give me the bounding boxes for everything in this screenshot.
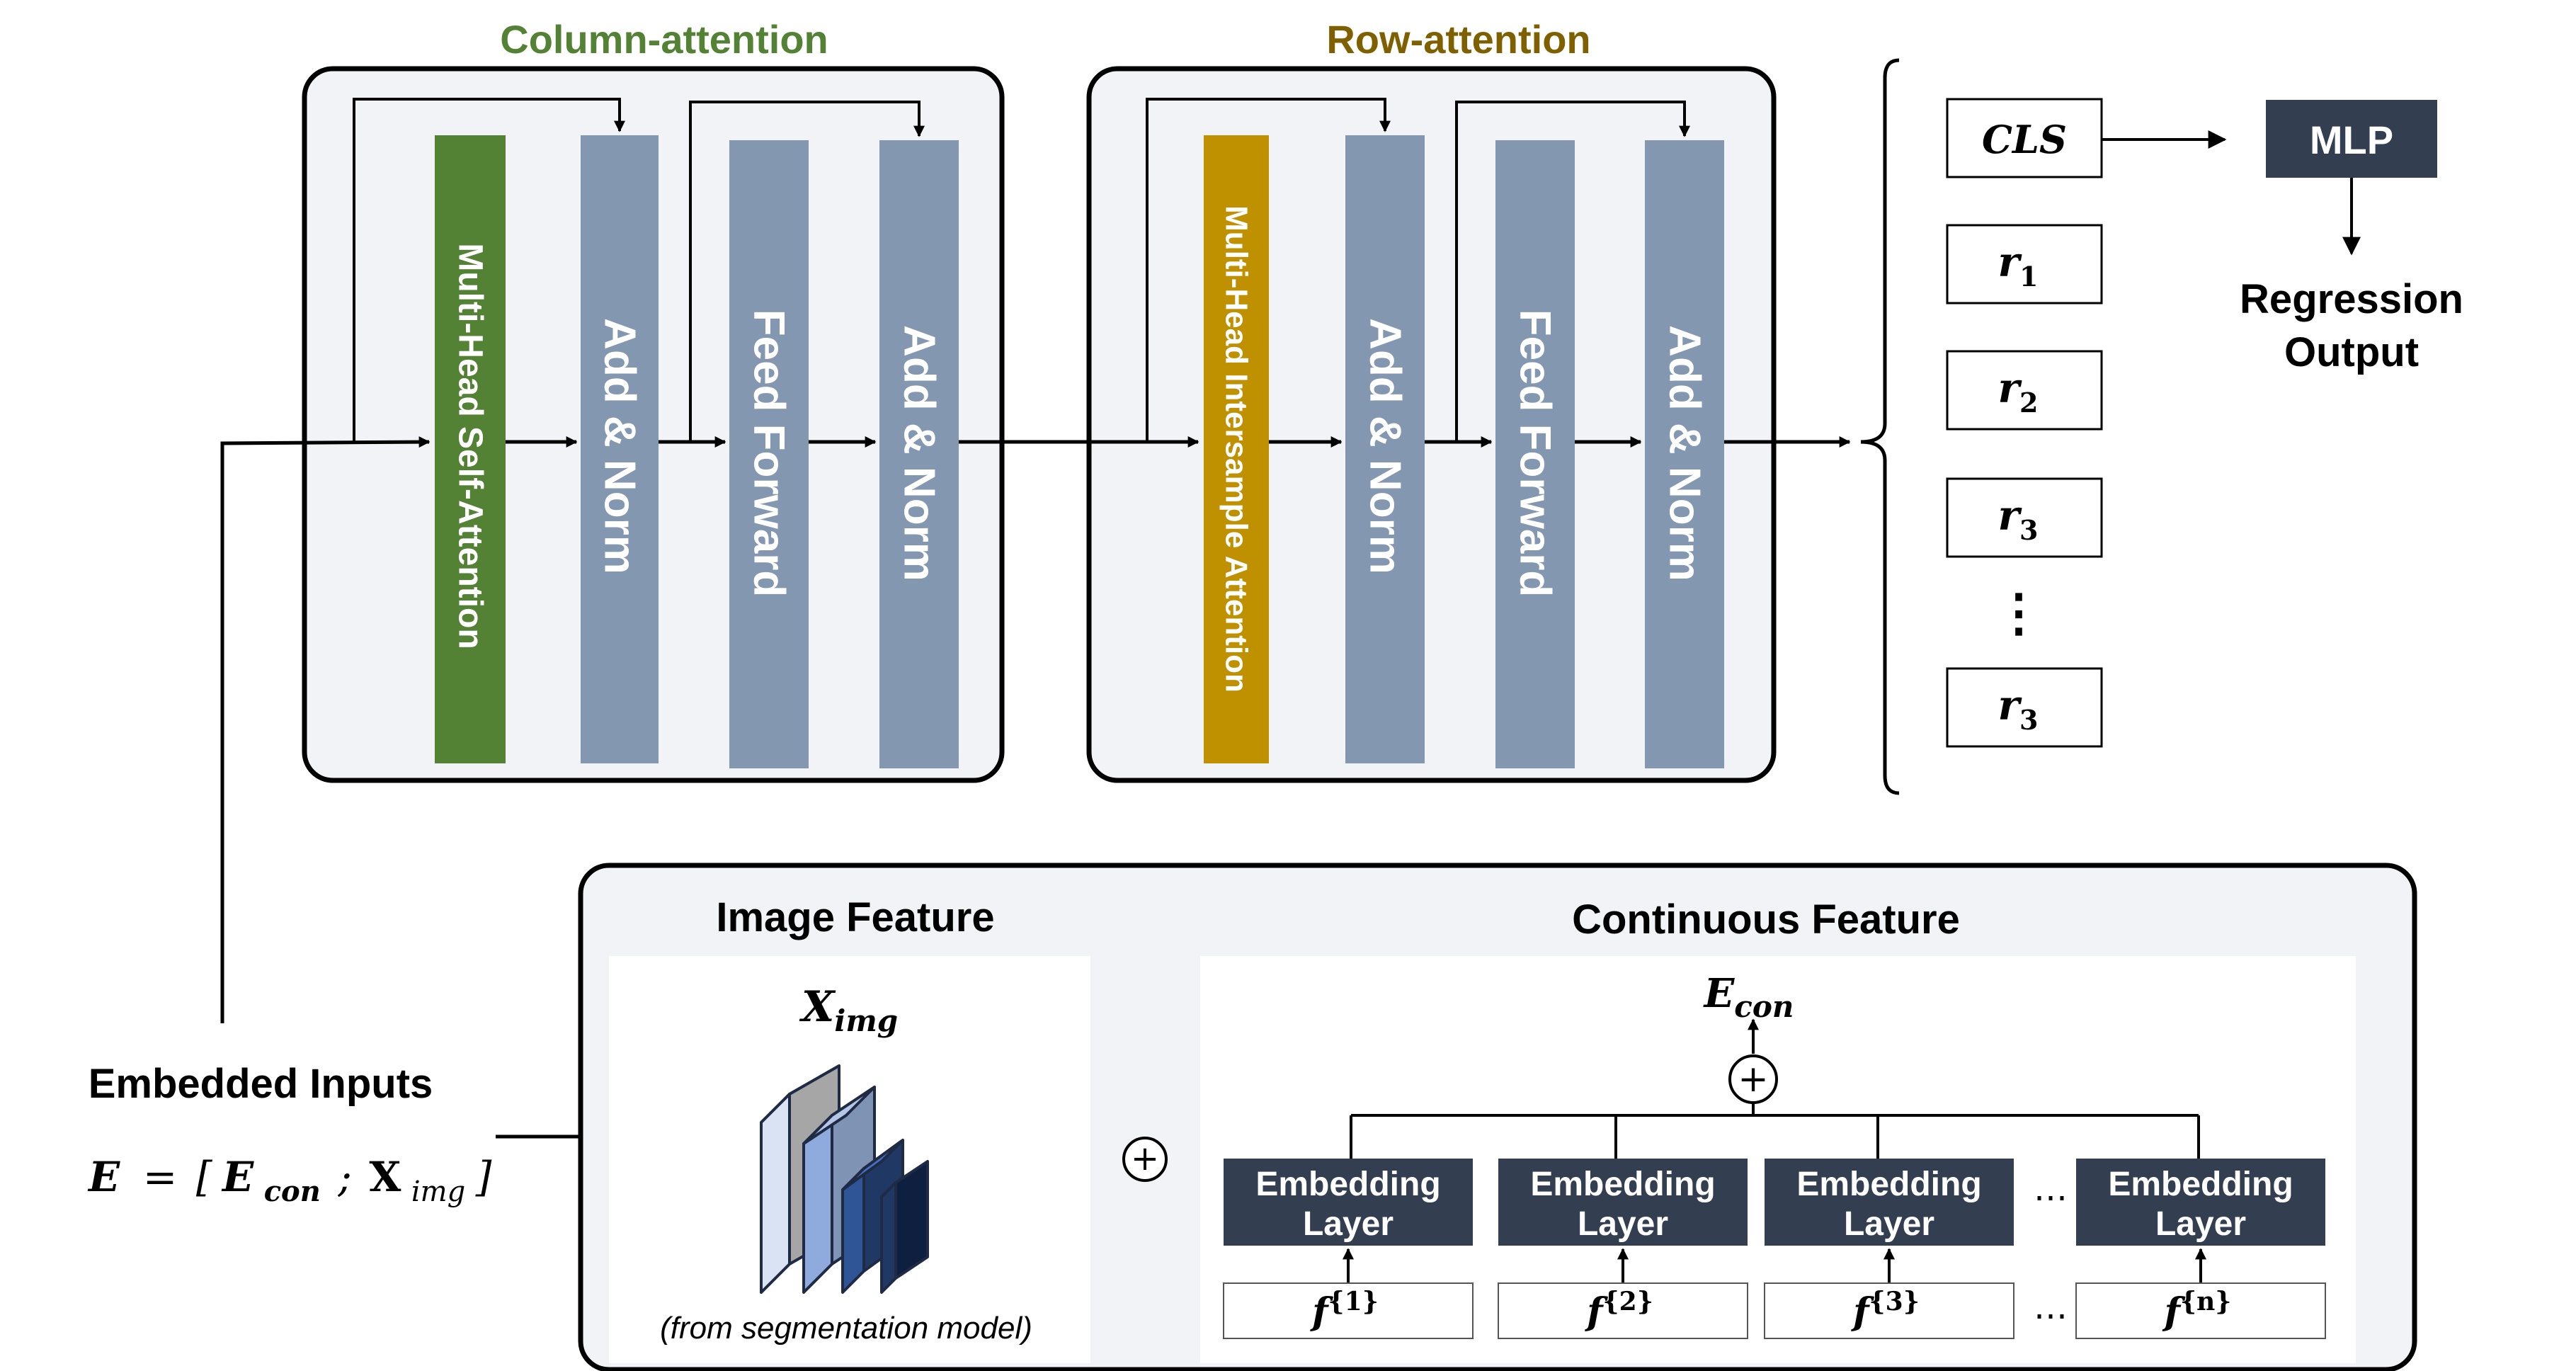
multi-head-self-attention-label: Multi-Head Self-Attention (452, 243, 489, 649)
add-norm-label-1: Add & Norm (595, 318, 644, 574)
residual-connections (353, 98, 1690, 442)
embedding-layer-3-label-line-1: Embedding (1796, 1166, 1981, 1203)
row-token-last-label: r3 (1997, 681, 2038, 736)
row-token-1 (1946, 224, 2103, 305)
cls-token-label: CLS (1982, 117, 2067, 162)
feed-forward-block-1 (729, 140, 809, 768)
row-attention-title: Row-attention (1326, 17, 1590, 62)
mlp-block (2266, 100, 2437, 178)
feature-input-n-label: f{n} (2162, 1287, 2232, 1333)
embedding-layer-n-label-line-1: Embedding (2108, 1166, 2293, 1203)
feature-input-n (2075, 1282, 2326, 1339)
regression-output-line-1: Regression (2240, 276, 2463, 322)
token-ellipsis: ⋮ (1993, 585, 2044, 642)
row-token-3-label: r3 (1997, 491, 2038, 546)
row-token-1-label: r1 (1997, 238, 2038, 292)
add-norm-block-1 (581, 135, 659, 763)
column-attention-title: Column-attention (500, 17, 828, 62)
add-norm-block-2 (879, 140, 959, 768)
econ-variable: Econ (1703, 970, 1794, 1024)
embedding-layer-n (2076, 1159, 2325, 1246)
image-feature-title: Image Feature (716, 894, 994, 940)
embedded-inputs-title: Embedded Inputs (89, 1061, 433, 1107)
multi-head-self-attention-block (435, 135, 506, 763)
add-norm-block-3 (1345, 135, 1425, 763)
feature-input-1 (1223, 1282, 1474, 1339)
embedding-layer-3 (1765, 1159, 2014, 1246)
feature-ellipsis: … (2034, 1287, 2068, 1327)
feed-forward-label-2: Feed Forward (1511, 309, 1560, 598)
mlp-label: MLP (2310, 118, 2393, 162)
embedding-layer-n-label-line-2: Layer (2155, 1205, 2246, 1243)
feature-input-3 (1764, 1282, 2014, 1339)
row-token-last (1946, 667, 2103, 748)
embedding-layer-2-label-line-2: Layer (1578, 1205, 1668, 1243)
segmentation-feature-maps-icon (760, 1064, 929, 1294)
sum-plus-symbol: + (1738, 1058, 1769, 1100)
row-token-2 (1946, 350, 2103, 431)
row-token-3 (1946, 477, 2103, 558)
embedding-layer-3-label-line-2: Layer (1844, 1205, 1934, 1243)
feature-input-2 (1498, 1282, 1748, 1339)
embedding-layer-1-label-line-1: Embedding (1255, 1166, 1440, 1203)
image-feature-caption: (from segmentation model) (660, 1311, 1032, 1346)
feed-forward-block-2 (1495, 140, 1575, 768)
embedding-layer-2 (1498, 1159, 1748, 1246)
feed-forward-label-1: Feed Forward (745, 309, 794, 598)
embedding-merge-lines (1350, 1103, 2200, 1159)
embedding-ellipsis: … (2034, 1169, 2068, 1209)
multi-head-intersample-attention-label: Multi-Head Intersample Attention (1219, 205, 1254, 693)
output-brace (1860, 58, 1900, 795)
add-norm-label-4: Add & Norm (1660, 325, 1709, 581)
embedded-inputs-equation: E = [ E con ; X img ] (87, 1153, 492, 1210)
add-norm-block-4 (1645, 140, 1724, 768)
add-norm-label-3: Add & Norm (1361, 318, 1410, 574)
multi-head-intersample-attention-block (1204, 135, 1269, 763)
embedding-layer-1-label-line-2: Layer (1303, 1205, 1394, 1243)
regression-output-line-2: Output (2284, 329, 2419, 375)
image-feature-variable: Ximg (799, 982, 898, 1038)
embedding-layer-2-label-line-1: Embedding (1530, 1166, 1715, 1203)
embedding-layer-1 (1224, 1159, 1473, 1246)
feature-to-embedding-arrows (1343, 1248, 2206, 1283)
cls-token (1946, 98, 2103, 178)
feature-concat-plus-symbol: + (1131, 1139, 1159, 1178)
add-norm-label-2: Add & Norm (895, 325, 944, 581)
feature-concat-plus-icon (1122, 1137, 1168, 1182)
row-token-2-label: r2 (1997, 364, 2038, 419)
continuous-feature-title: Continuous Feature (1572, 897, 1960, 943)
